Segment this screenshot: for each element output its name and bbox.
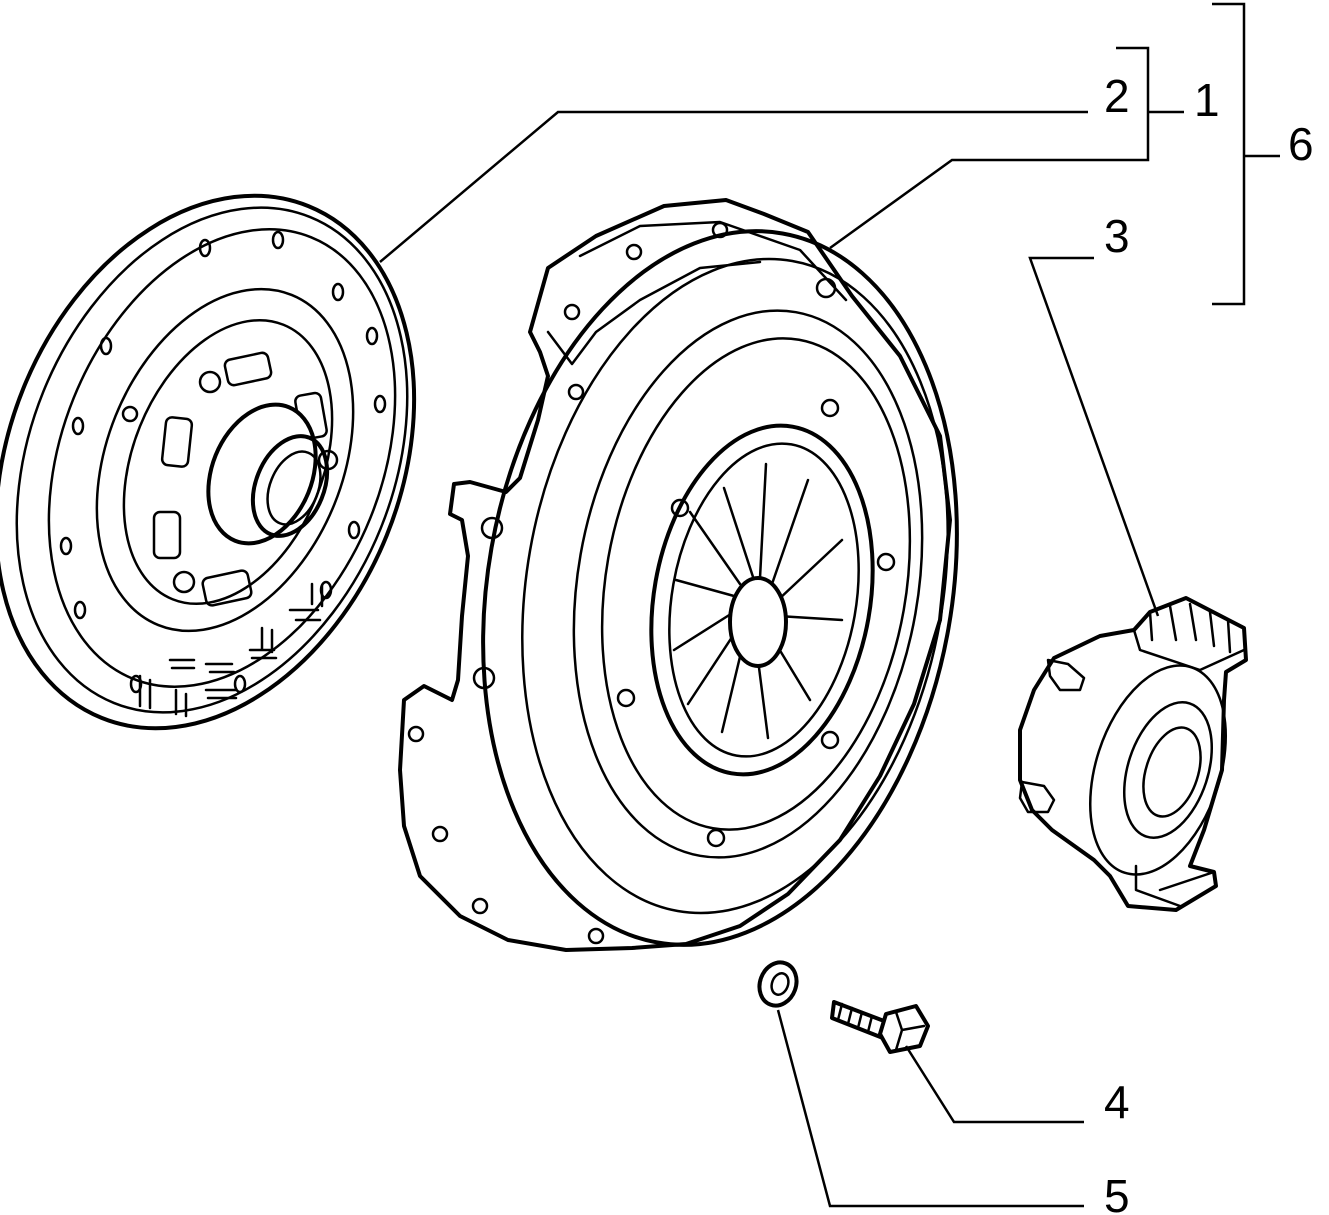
callout-2: 2	[1104, 70, 1130, 122]
bolt	[830, 1000, 930, 1054]
pressure-plate	[398, 198, 959, 952]
clutch-disc	[0, 193, 417, 731]
leader-4	[904, 1045, 1084, 1124]
leader-2-disc	[379, 110, 1088, 263]
washer	[757, 960, 799, 1008]
callouts: 1 2 3 4 5 6	[1104, 70, 1314, 1215]
callout-4: 4	[1104, 1076, 1130, 1128]
disc-splined-hub	[206, 402, 330, 546]
callout-5: 5	[1104, 1170, 1130, 1215]
disc-damper-springs	[121, 351, 339, 607]
release-bearing	[1018, 596, 1248, 912]
leader-5	[776, 1009, 1084, 1208]
bracket-6	[1212, 2, 1280, 306]
disc-lining-pattern	[138, 582, 324, 718]
callout-3: 3	[1104, 210, 1130, 262]
leader-3	[1028, 256, 1160, 617]
callout-1: 1	[1194, 74, 1220, 126]
pressure-plate-bolt-holes	[407, 221, 896, 945]
callout-6: 6	[1288, 118, 1314, 170]
leader-2-plate	[829, 46, 1150, 250]
diaphragm-spring-fingers	[672, 462, 844, 740]
leader-lines	[379, 2, 1280, 1208]
